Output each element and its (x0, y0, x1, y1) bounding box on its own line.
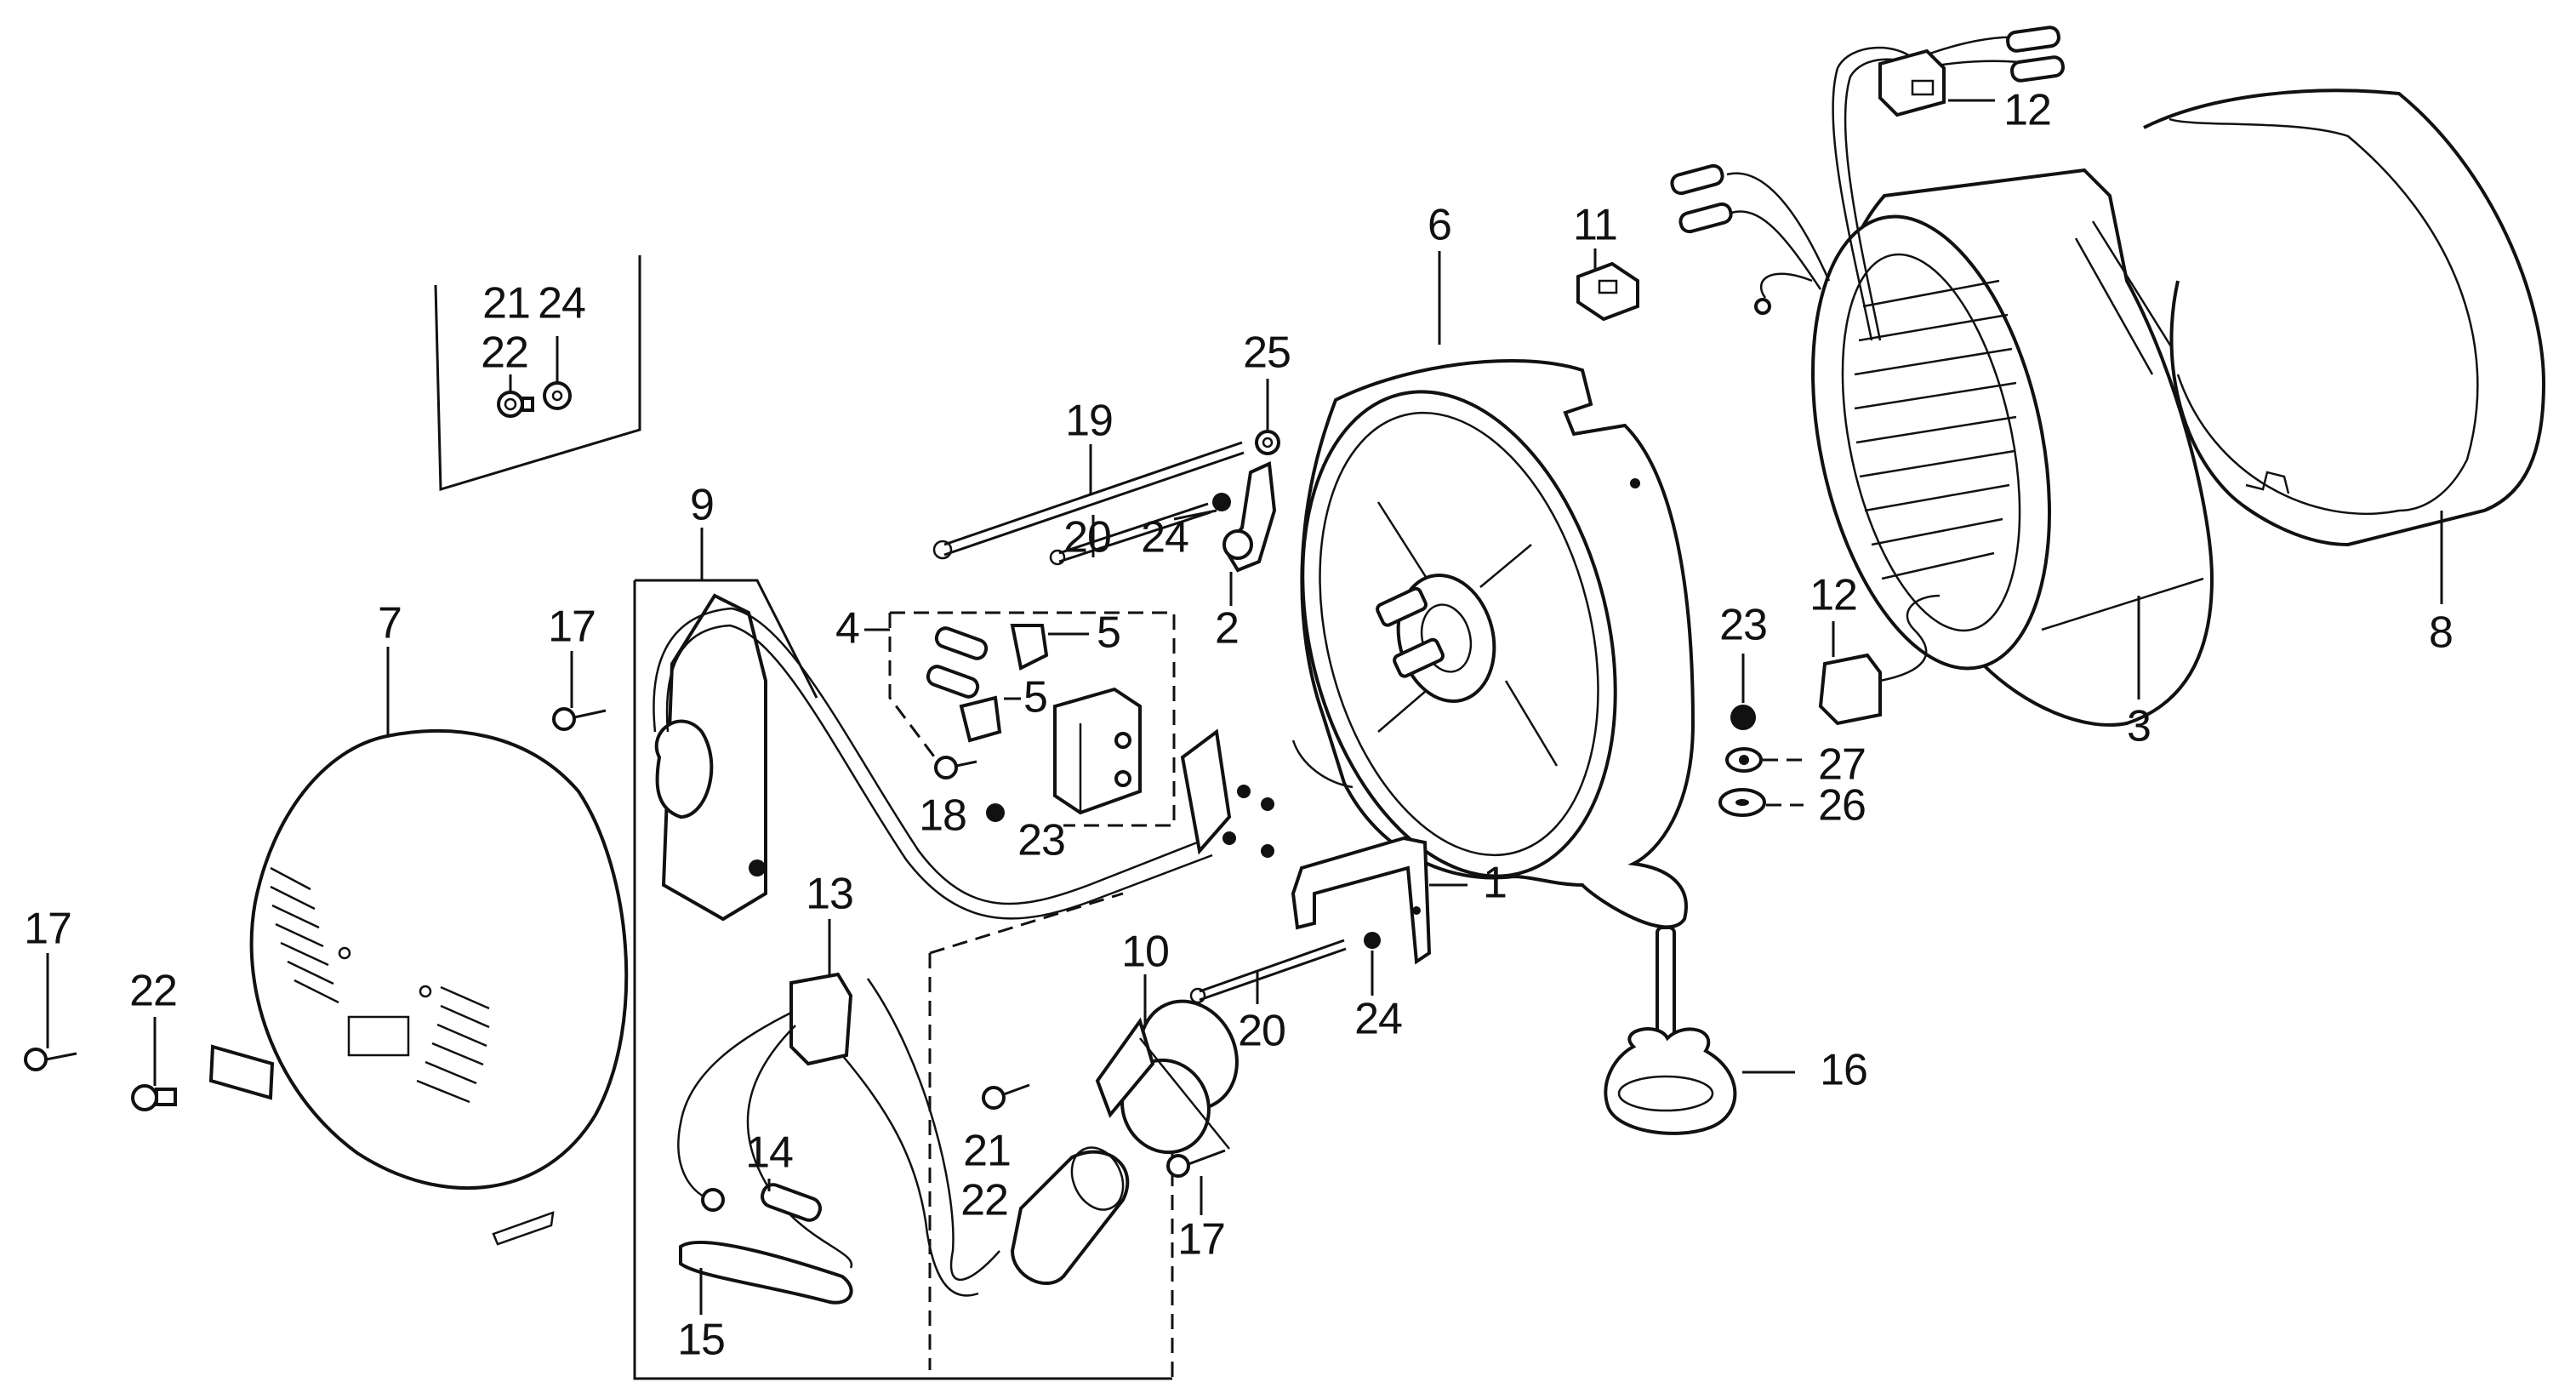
callout-26: 26 (1818, 781, 1866, 831)
callout-11: 11 (1573, 201, 1617, 250)
callout-21-inset: 21 (482, 279, 530, 328)
screw-17-upper (552, 651, 607, 731)
rubber-mount-part-16 (1604, 926, 1795, 1135)
callout-12-lower: 12 (1809, 571, 1857, 620)
callout-8: 8 (2429, 608, 2453, 658)
stator-cover-part-8 (2143, 89, 2546, 604)
screw-22-left (131, 1017, 177, 1111)
washer-26 (1718, 788, 1804, 817)
screw-17-left (24, 953, 77, 1071)
callout-10: 10 (1121, 928, 1169, 977)
callout-23-left: 23 (1017, 816, 1065, 865)
group-4-dashed-box (864, 611, 1176, 827)
wire-harness-top (1832, 26, 2065, 341)
screw-17-lower (1166, 1149, 1226, 1215)
callout-22-inset: 22 (481, 328, 528, 378)
screw-18 (934, 756, 977, 779)
lock-washer-27 (1725, 747, 1804, 773)
callout-2: 2 (1215, 604, 1239, 654)
callout-17-upper: 17 (548, 602, 596, 652)
bolt-part-20-lower (1189, 939, 1347, 1004)
callout-18: 18 (919, 791, 966, 841)
callout-12-upper: 12 (2003, 86, 2051, 135)
capacitor-clamp-part-10 (1095, 974, 1239, 1155)
callout-14: 14 (745, 1128, 793, 1178)
callout-9: 9 (690, 481, 714, 530)
connector-12-lower (1818, 594, 1941, 726)
brush-holder-part-5 (926, 624, 1089, 743)
callout-24-inset: 24 (538, 279, 585, 328)
fuse-part-14 (761, 1179, 822, 1222)
washer-24-upper (1173, 493, 1231, 521)
callout-25: 25 (1243, 328, 1291, 378)
cover-label-strip (492, 1211, 555, 1246)
callout-19: 19 (1065, 397, 1113, 446)
callout-23-right: 23 (1719, 601, 1767, 650)
hardware-inset-box (434, 255, 641, 491)
control-box-part-9 (653, 593, 1213, 922)
callout-21-lower: 21 (963, 1127, 1011, 1176)
nut-23-right (1730, 654, 1756, 730)
callout-24-upper: 24 (1141, 513, 1188, 562)
terminal-bracket (1180, 728, 1274, 858)
callout-13: 13 (806, 870, 853, 919)
callout-15: 15 (677, 1316, 725, 1365)
callout-17-left: 17 (24, 905, 71, 954)
callout-7: 7 (378, 599, 402, 648)
washer-25 (1255, 379, 1280, 455)
callout-24-lower: 24 (1354, 995, 1402, 1044)
decal-plate (208, 1044, 275, 1100)
callout-3: 3 (2127, 702, 2151, 751)
callout-20-upper: 20 (1063, 513, 1111, 562)
callout-labels: 21 24 22 25 19 20 24 2 6 11 12 12 3 8 9 … (24, 86, 2453, 1365)
wire-leads-left (1670, 163, 1831, 315)
callout-4: 4 (835, 604, 859, 654)
capacitor-block-part-4 (1053, 687, 1142, 815)
end-bracket-part-6 (1300, 251, 1695, 929)
callout-22-lower: 22 (960, 1176, 1008, 1225)
nut-23-left (986, 803, 1005, 822)
callout-20-lower: 20 (1238, 1007, 1285, 1056)
callout-22-left: 22 (129, 967, 177, 1016)
end-cover-part-7 (249, 647, 629, 1191)
connector-part-13 (677, 919, 979, 1297)
fuse-holder-part-15 (679, 1240, 853, 1315)
capacitor-cylinder (866, 978, 1130, 1286)
callout-5-lower: 5 (1023, 673, 1047, 722)
stator-part-3 (1811, 168, 2214, 727)
bracket-part-1 (1291, 836, 1468, 965)
callout-27: 27 (1818, 740, 1866, 790)
screw-21-22-lower (982, 1083, 1030, 1110)
washer-24-lower (1364, 932, 1381, 996)
bracket-foot (1291, 739, 1354, 789)
callout-5-upper: 5 (1097, 608, 1120, 658)
long-bolt-part-19 (932, 441, 1245, 560)
rectifier-part-11 (1576, 248, 1639, 322)
ring-terminal (701, 1188, 725, 1212)
group-9-dashed-box (633, 528, 1174, 1380)
callout-17-lower: 17 (1177, 1215, 1225, 1265)
callout-1: 1 (1483, 859, 1507, 908)
callout-16: 16 (1820, 1046, 1867, 1095)
callout-6: 6 (1428, 201, 1451, 250)
ground-terminal-part-2 (1222, 461, 1277, 606)
bolt-part-20-upper (1049, 502, 1211, 566)
